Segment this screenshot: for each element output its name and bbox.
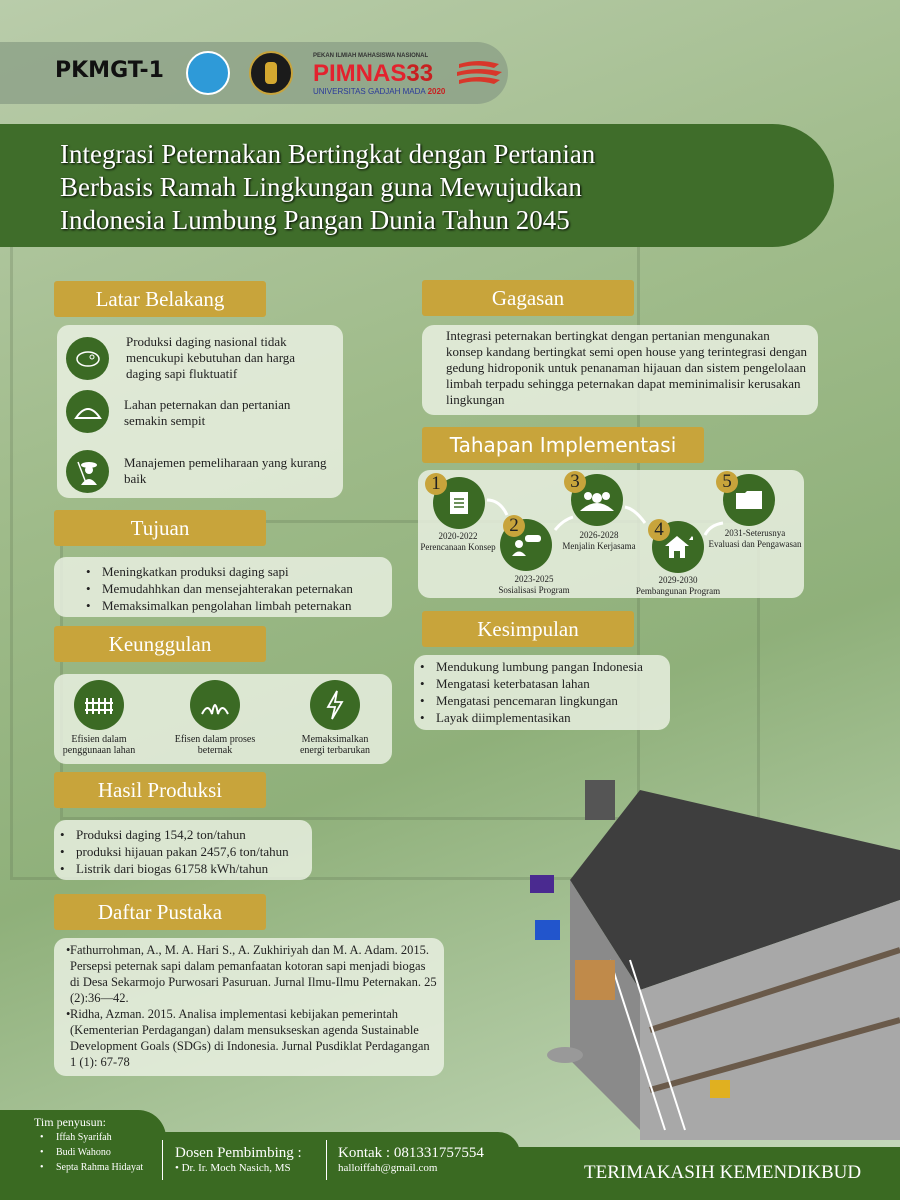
latar-item: Lahan peternakan dan pertanian semakin s… xyxy=(124,397,291,428)
team-block: Tim penyusun: Iffah Syarifah Budi Wahono… xyxy=(34,1115,143,1175)
tujuan-list: Meningkatkan produksi daging sapi Memuda… xyxy=(80,563,392,614)
title-line: Indonesia Lumbung Pangan Dunia Tahun 204… xyxy=(60,205,570,235)
kesimpulan-heading: Kesimpulan xyxy=(422,611,634,647)
step-number: 3 xyxy=(564,471,586,493)
tut-wuri-logo xyxy=(186,51,230,95)
grass-icon xyxy=(190,680,240,730)
step-label: Evaluasi dan Pengawasan xyxy=(708,539,802,549)
step-years: 2023-2025 xyxy=(514,574,554,584)
step-label: Sosialisasi Program xyxy=(498,585,570,595)
keunggulan-item: Efisen dalam proses beternak xyxy=(174,734,256,756)
step-number: 4 xyxy=(648,519,670,541)
kesimpulan-item: Mendukung lumbung pangan Indonesia xyxy=(414,658,670,675)
step-years: 2029-2030 xyxy=(658,575,698,585)
step-label: Perencanaan Konsep xyxy=(420,542,496,552)
kesimpulan-item: Layak diimplementasikan xyxy=(414,709,670,726)
step-arrows xyxy=(486,498,724,536)
pimnas-tagline: PEKAN ILMIAH MAHASISWA NASIONAL xyxy=(313,53,429,59)
team-member: Budi Wahono xyxy=(34,1145,143,1160)
fence-icon xyxy=(74,680,124,730)
tahapan-heading: Tahapan Implementasi xyxy=(422,427,704,463)
step-label: Menjalin Kerjasama xyxy=(562,541,636,551)
title-line: Integrasi Peternakan Bertingkat dengan P… xyxy=(60,139,596,169)
hasil-heading: Hasil Produksi xyxy=(54,772,266,808)
lightning-icon xyxy=(310,680,360,730)
program-code: PKMGT-1 xyxy=(55,58,164,83)
keunggulan-heading: Keunggulan xyxy=(54,626,266,662)
contact-phone: Kontak : 081331757554 xyxy=(338,1145,484,1161)
university-logo xyxy=(249,51,293,95)
contact-block: Kontak : 081331757554 halloiffah@gmail.c… xyxy=(338,1145,484,1174)
latar-heading: Latar Belakang xyxy=(54,281,266,317)
tujuan-item: Meningkatkan produksi daging sapi xyxy=(80,563,392,580)
gagasan-heading: Gagasan xyxy=(422,280,634,316)
step-years: 2031-Seterusnya xyxy=(724,528,786,538)
hasil-item: produksi hijauan pakan 2457,6 ton/tahun xyxy=(54,843,312,860)
meat-icon xyxy=(66,337,109,380)
step-label: Pembangunan Program xyxy=(635,586,721,596)
cattle-barn-illustration xyxy=(530,780,900,1140)
pimnas-flame-icon xyxy=(457,61,502,84)
divider xyxy=(162,1140,163,1180)
tujuan-item: Memaksimalkan pengolahan limbah peternak… xyxy=(80,597,392,614)
keunggulan-item: Efisien dalam penggunaan lahan xyxy=(62,734,136,756)
kesimpulan-item: Mengatasi pencemaran lingkungan xyxy=(414,692,670,709)
pustaka-item: Fathurrohman, A., M. A. Hari S., A. Zukh… xyxy=(60,942,438,1006)
advisor-name: • Dr. Ir. Moch Nasich, MS xyxy=(175,1162,291,1174)
team-member: Iffah Syarifah xyxy=(34,1130,143,1145)
farmer-icon xyxy=(66,450,109,493)
kesimpulan-item: Mengatasi keterbatasan lahan xyxy=(414,675,670,692)
keunggulan-item: Memaksimalkan energi terbarukan xyxy=(299,734,371,756)
gagasan-panel: Integrasi peternakan bertingkat dengan p… xyxy=(422,325,818,415)
footer-bar xyxy=(0,1147,900,1200)
latar-item: Produksi daging nasional tidak mencukupi… xyxy=(126,334,296,381)
step-number: 5 xyxy=(716,471,738,493)
kesimpulan-list: Mendukung lumbung pangan Indonesia Menga… xyxy=(414,658,670,726)
team-label: Tim penyusun: xyxy=(34,1115,106,1129)
hasil-item: Produksi daging 154,2 ton/tahun xyxy=(54,826,312,843)
tujuan-item: Memudahhkan dan mensejahterakan peternak… xyxy=(80,580,392,597)
hasil-item: Listrik dari biogas 61758 kWh/tahun xyxy=(54,860,312,877)
team-member: Septa Rahma Hidayat xyxy=(34,1160,143,1175)
title-banner xyxy=(0,124,834,247)
tujuan-heading: Tujuan xyxy=(54,510,266,546)
background-building-frame xyxy=(60,520,760,820)
pimnas-number: 33 xyxy=(406,60,434,87)
advisor-label: Dosen Pembimbing : xyxy=(175,1145,302,1161)
step-number: 1 xyxy=(425,473,447,495)
pustaka-heading: Daftar Pustaka xyxy=(54,894,266,930)
latar-item: Manajemen pemeliharaan yang kurang baik xyxy=(124,455,327,486)
pimnas-name: PIMNAS xyxy=(313,60,407,87)
pimnas-host: UNIVERSITAS GADJAH MADA xyxy=(313,87,426,96)
hasil-panel: Produksi daging 154,2 ton/tahun produksi… xyxy=(54,820,312,880)
pustaka-list: Fathurrohman, A., M. A. Hari S., A. Zukh… xyxy=(60,942,438,1070)
divider xyxy=(326,1140,327,1180)
title-line: Berbasis Ramah Lingkungan guna Mewujudka… xyxy=(60,172,582,202)
pustaka-panel: Fathurrohman, A., M. A. Hari S., A. Zukh… xyxy=(54,938,444,1076)
advisor-block: Dosen Pembimbing : • Dr. Ir. Moch Nasich… xyxy=(175,1145,302,1174)
hasil-list: Produksi daging 154,2 ton/tahun produksi… xyxy=(54,826,312,877)
kesimpulan-panel: Mendukung lumbung pangan Indonesia Menga… xyxy=(414,655,670,730)
team-list: Iffah Syarifah Budi Wahono Septa Rahma H… xyxy=(34,1130,143,1175)
land-icon xyxy=(66,390,109,433)
poster-title: Integrasi Peternakan Bertingkat dengan P… xyxy=(60,138,595,237)
step-years: 2026-2028 xyxy=(579,530,619,540)
pustaka-item: Ridha, Azman. 2015. Analisa implementasi… xyxy=(60,1006,438,1070)
tujuan-panel: Meningkatkan produksi daging sapi Memuda… xyxy=(54,557,392,617)
step-number: 2 xyxy=(503,515,525,537)
contact-email: halloiffah@gmail.com xyxy=(338,1162,438,1174)
pimnas-year: 2020 xyxy=(427,87,446,96)
pimnas-logo: PEKAN ILMIAH MAHASISWA NASIONAL PIMNAS33… xyxy=(313,52,445,97)
thanks-text: TERIMAKASIH KEMENDIKBUD xyxy=(584,1162,862,1183)
step-years: 2020-2022 xyxy=(438,531,478,541)
